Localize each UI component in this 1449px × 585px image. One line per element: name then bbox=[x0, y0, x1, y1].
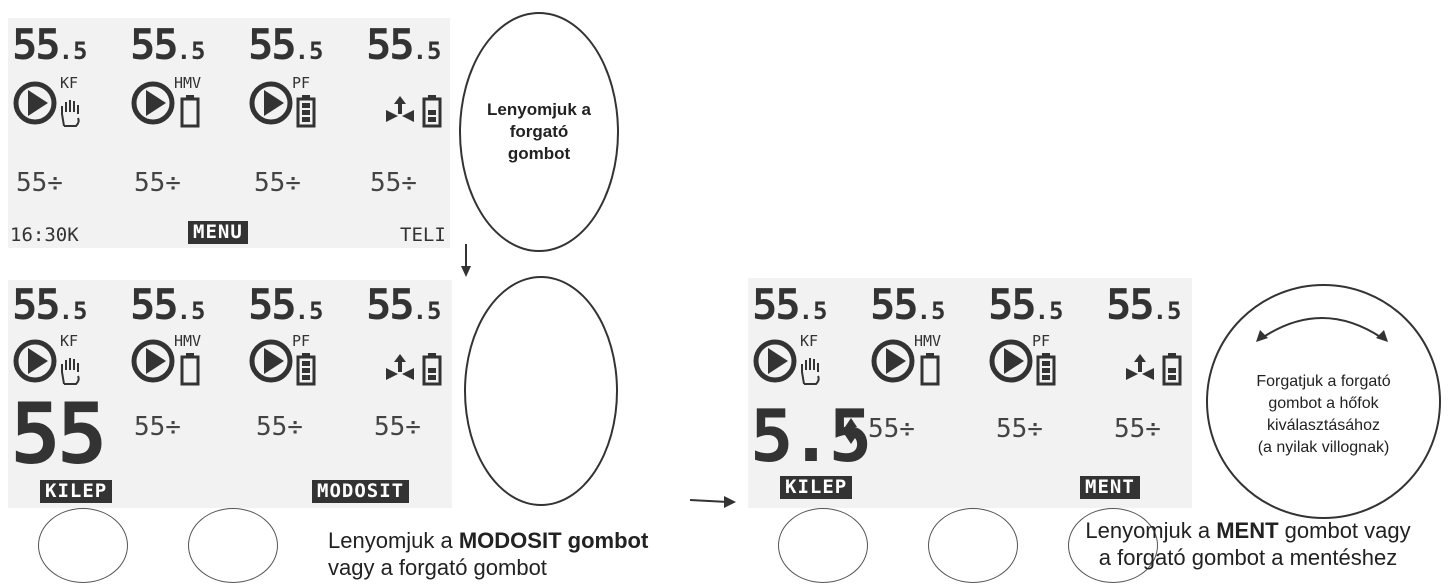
pump-icon bbox=[249, 81, 293, 125]
clock-label: 16:30K bbox=[10, 224, 79, 246]
label-pf: PF bbox=[292, 74, 311, 92]
pump-icon bbox=[249, 339, 293, 383]
temp-4: 55.5 bbox=[366, 20, 442, 69]
ment-button[interactable]: MENT bbox=[1080, 476, 1140, 499]
menu-button[interactable]: MENU bbox=[188, 221, 248, 244]
up-down-arrows-icon bbox=[845, 418, 857, 444]
right-button-knob[interactable] bbox=[188, 508, 278, 583]
temp-3: 55.5 bbox=[248, 280, 324, 329]
label-kf: KF bbox=[60, 74, 79, 92]
pump-icon bbox=[13, 81, 57, 125]
rotary-knob[interactable] bbox=[1068, 508, 1158, 583]
lcd-panel-select: 55.5 55.5 55.5 55.5 KF HMV PF 55 55÷ 55÷… bbox=[8, 280, 452, 508]
battery-empty-icon bbox=[180, 353, 200, 386]
label-hmv: HMV bbox=[174, 332, 202, 350]
left-button-knob[interactable] bbox=[38, 508, 128, 583]
lcd-panel-main: 55.5 55.5 55.5 55.5 KF HMV PF 55÷ 55÷ 55… bbox=[8, 18, 450, 248]
arrow-down-icon bbox=[461, 244, 471, 277]
right-button-knob[interactable] bbox=[928, 508, 1018, 583]
temp-3: 55.5 bbox=[248, 20, 324, 69]
setpoint-3: 55÷ bbox=[254, 168, 301, 198]
battery-mid-icon bbox=[422, 353, 442, 386]
temp-1: 55.5 bbox=[12, 280, 88, 329]
arrow-right-icon bbox=[690, 496, 736, 508]
valve-icon bbox=[386, 354, 414, 380]
pump-icon bbox=[753, 339, 797, 383]
lcd-panel-save: 55.5 55.5 55.5 55.5 KF HMV PF 5.5 55÷ 55… bbox=[748, 278, 1192, 508]
label-pf: PF bbox=[1032, 332, 1051, 350]
battery-empty-icon bbox=[180, 95, 200, 128]
battery-empty-icon bbox=[920, 353, 940, 386]
pump-icon bbox=[871, 339, 915, 383]
modosit-button[interactable]: MODOSIT bbox=[312, 480, 410, 503]
kilep-button[interactable]: KILEP bbox=[40, 480, 113, 503]
hand-icon bbox=[61, 100, 80, 127]
setpoint-3: 55÷ bbox=[256, 412, 303, 442]
temp-1: 55.5 bbox=[12, 20, 88, 69]
setpoint-2: 55÷ bbox=[134, 168, 181, 198]
temp-4: 55.5 bbox=[366, 280, 442, 329]
temp-1: 55.5 bbox=[752, 280, 828, 329]
label-hmv: HMV bbox=[914, 332, 942, 350]
mode-label: TELI bbox=[400, 224, 446, 246]
battery-full-icon bbox=[296, 353, 316, 386]
temp-2: 55.5 bbox=[130, 20, 206, 69]
setpoint-2: 55÷ bbox=[134, 412, 181, 442]
label-kf: KF bbox=[60, 332, 79, 350]
pump-icon bbox=[989, 339, 1033, 383]
setpoint-4: 55÷ bbox=[374, 412, 421, 442]
big-setpoint: 55 bbox=[10, 385, 107, 483]
label-kf: KF bbox=[800, 332, 819, 350]
knob-illustration bbox=[464, 276, 618, 506]
temp-3: 55.5 bbox=[988, 280, 1064, 329]
battery-mid-icon bbox=[1162, 353, 1182, 386]
pump-icon bbox=[131, 81, 175, 125]
battery-full-icon bbox=[296, 95, 316, 128]
setpoint-3: 55÷ bbox=[996, 414, 1043, 444]
setpoint-1: 55÷ bbox=[16, 168, 63, 198]
temp-2: 55.5 bbox=[130, 280, 206, 329]
label-pf: PF bbox=[292, 332, 311, 350]
setpoint-2: 55÷ bbox=[868, 414, 915, 444]
setpoint-4: 55÷ bbox=[370, 168, 417, 198]
valve-icon bbox=[1126, 354, 1154, 380]
pump-icon bbox=[13, 339, 57, 383]
hand-icon bbox=[61, 358, 80, 385]
temp-2: 55.5 bbox=[870, 280, 946, 329]
pump-icon bbox=[131, 339, 175, 383]
battery-mid-icon bbox=[422, 95, 442, 128]
rotate-arrow-icon bbox=[1256, 317, 1388, 342]
left-button-knob[interactable] bbox=[778, 508, 868, 583]
setpoint-4: 55÷ bbox=[1114, 414, 1161, 444]
battery-full-icon bbox=[1036, 353, 1056, 386]
hand-icon bbox=[801, 358, 820, 385]
temp-4: 55.5 bbox=[1106, 280, 1182, 329]
kilep-button[interactable]: KILEP bbox=[780, 476, 853, 499]
valve-icon bbox=[386, 96, 414, 122]
label-hmv: HMV bbox=[174, 74, 202, 92]
